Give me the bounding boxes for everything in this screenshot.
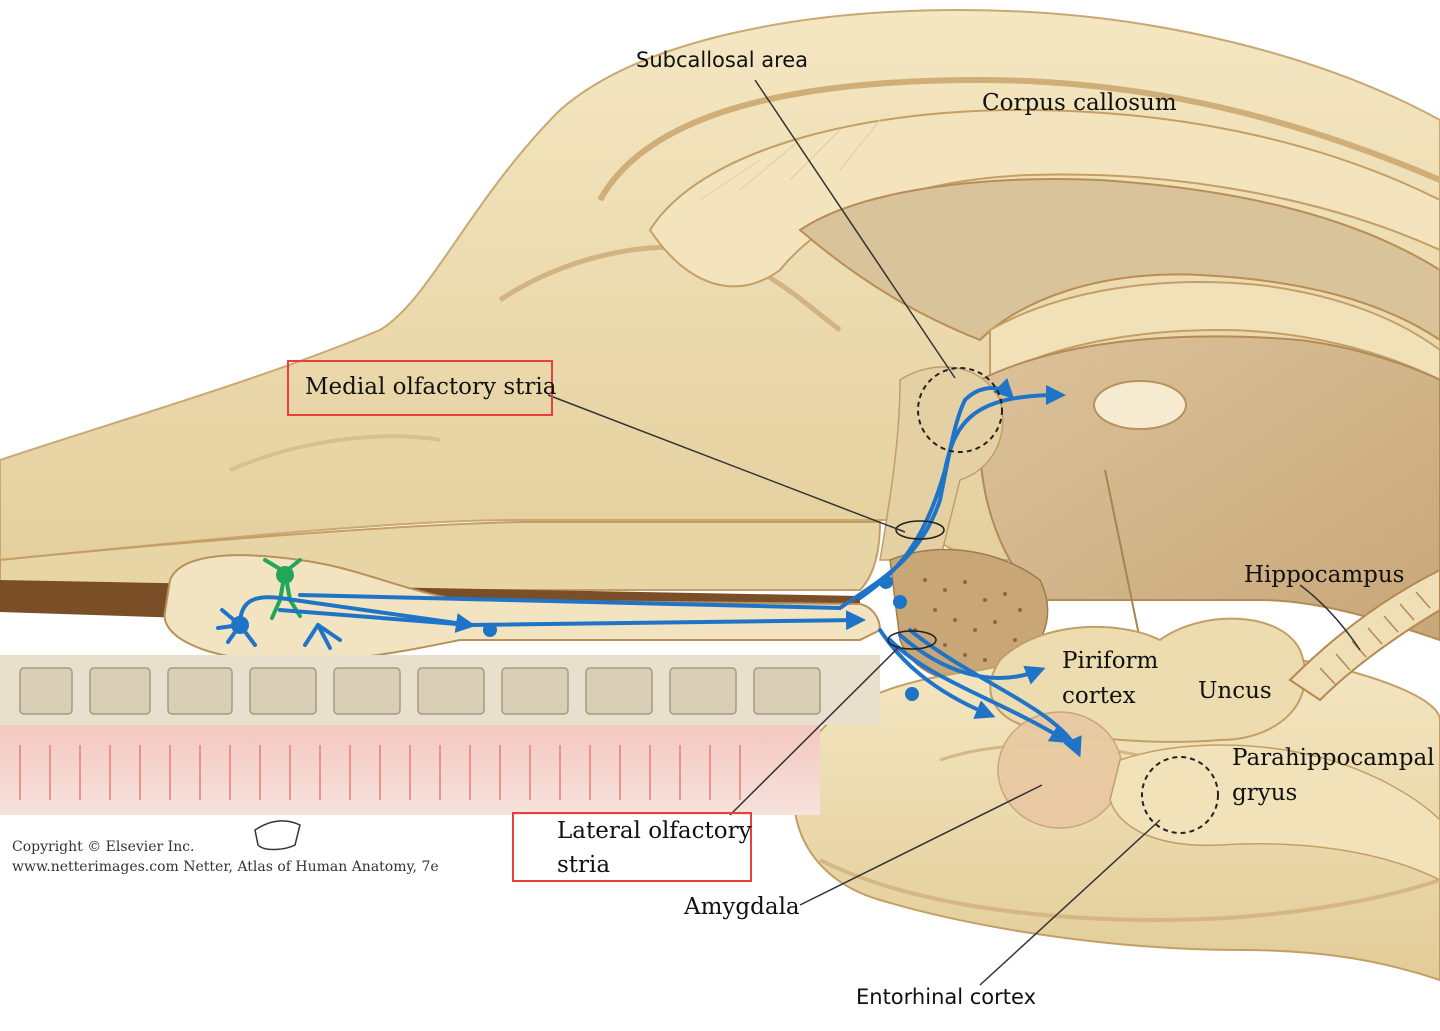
olfactory-pathways [216, 378, 1082, 758]
label-subcallosal-area: Subcallosal area [636, 48, 809, 72]
label-lateral-olfactory-line2: stria [557, 852, 611, 878]
label-corpus-callosum: Corpus callosum [982, 90, 1177, 116]
label-piriform-line1: Piriform [1062, 648, 1159, 674]
subcallosal-circle [917, 367, 1003, 453]
anterior-perforated-substance [889, 548, 1049, 684]
label-piriform-line2: cortex [1062, 683, 1136, 709]
label-uncus: Uncus [1198, 678, 1272, 704]
anterior-commissure [1093, 380, 1187, 430]
lateral-stria-highlight-box [512, 812, 752, 882]
cribriform-plate [19, 667, 821, 715]
copyright-line-2: www.netterimages.com Netter, Atlas of Hu… [12, 859, 439, 875]
label-parahippocampal-line1: Parahippocampal [1232, 745, 1435, 771]
copyright-line-1: Copyright © Elsevier Inc. [12, 839, 195, 855]
label-lateral-olfactory-line1: Lateral olfactory [557, 818, 752, 844]
corpus-callosum-shape [648, 108, 1440, 288]
entorhinal-circle [1141, 756, 1219, 834]
label-hippocampus: Hippocampus [1244, 562, 1405, 588]
hippocampus-shape [1288, 568, 1440, 702]
medial-stria-highlight-box [287, 360, 553, 416]
label-parahippocampal-line2: gryus [1232, 780, 1298, 806]
label-entorhinal-cortex: Entorhinal cortex [856, 985, 1036, 1009]
label-medial-olfactory-stria: Medial olfactory stria [305, 374, 557, 400]
label-amygdala: Amygdala [684, 894, 800, 920]
diencephalon [979, 335, 1440, 642]
